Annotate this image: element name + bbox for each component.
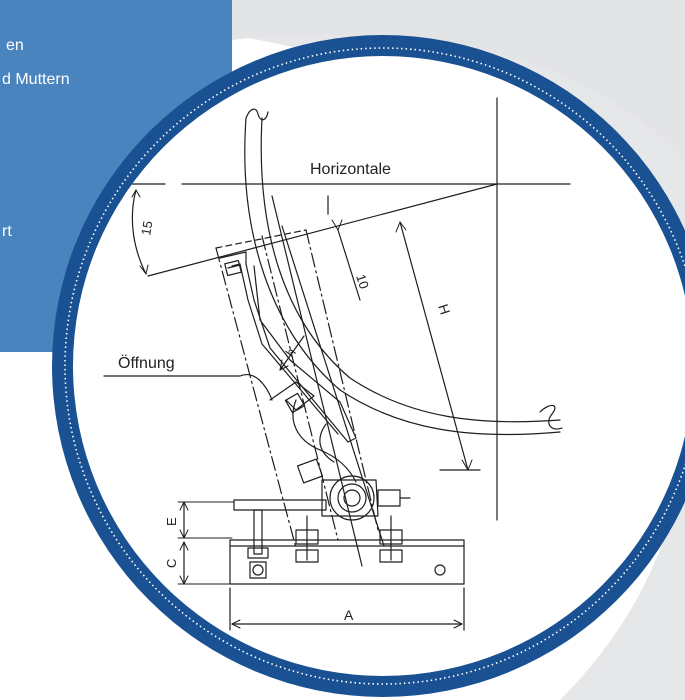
dim-label-H: H <box>435 302 453 317</box>
drawing-disc <box>73 56 685 676</box>
dim-h-line <box>279 335 305 371</box>
left-stud <box>253 509 263 555</box>
tube-break-top <box>245 108 269 121</box>
angle-arc-15 <box>131 189 147 275</box>
hub-core <box>343 489 361 507</box>
upper-plate <box>233 499 327 511</box>
info-text-line-1: en <box>6 37 24 54</box>
hub-inner <box>337 483 367 513</box>
info-text-line-2: d Muttern <box>2 71 70 88</box>
dim-label-10: 10 <box>353 272 372 290</box>
opening-leader <box>103 374 273 401</box>
hub-outer <box>329 475 375 521</box>
opening-jaw-right <box>319 423 335 463</box>
arm-centerline-mid <box>261 235 339 541</box>
opening-jaw-left <box>269 381 315 411</box>
bottom-stud-nut-a <box>295 549 319 563</box>
top-clamp-nut <box>224 259 242 277</box>
arm-nut <box>284 392 306 414</box>
info-text-line-3: rt <box>2 223 12 240</box>
tube-break-right <box>539 404 563 430</box>
tube-arc-outer <box>244 117 561 436</box>
arm-diagonal-B <box>281 225 385 547</box>
dim-10-leader <box>337 229 361 301</box>
label-horizontal: Horizontale <box>310 161 391 178</box>
label-opening: Öffnung <box>118 354 175 372</box>
arm-centerline-right <box>305 229 379 531</box>
tube-arc-inner <box>260 117 561 423</box>
opening-jaw-curve <box>292 399 357 483</box>
dim-H-line <box>399 221 469 471</box>
dim-label-C: C <box>164 559 179 568</box>
base-hole-right <box>434 564 446 576</box>
left-stud-nut <box>247 547 269 559</box>
bracket-profile <box>219 251 357 443</box>
arm-top-dashed <box>215 229 307 249</box>
bottom-stud-nut-b <box>379 549 403 563</box>
dim-label-A: A <box>344 607 354 623</box>
dim-label-15: 15 <box>138 220 155 237</box>
dim-label-E: E <box>164 517 179 526</box>
base-rail <box>229 539 465 585</box>
hub-nut-left <box>296 458 324 484</box>
hub-housing <box>321 479 379 517</box>
arm-centerline-left <box>215 247 297 549</box>
bracket-profile-inner <box>231 263 339 435</box>
inclined-reference-line <box>147 183 498 277</box>
base-hole-left <box>252 564 264 576</box>
